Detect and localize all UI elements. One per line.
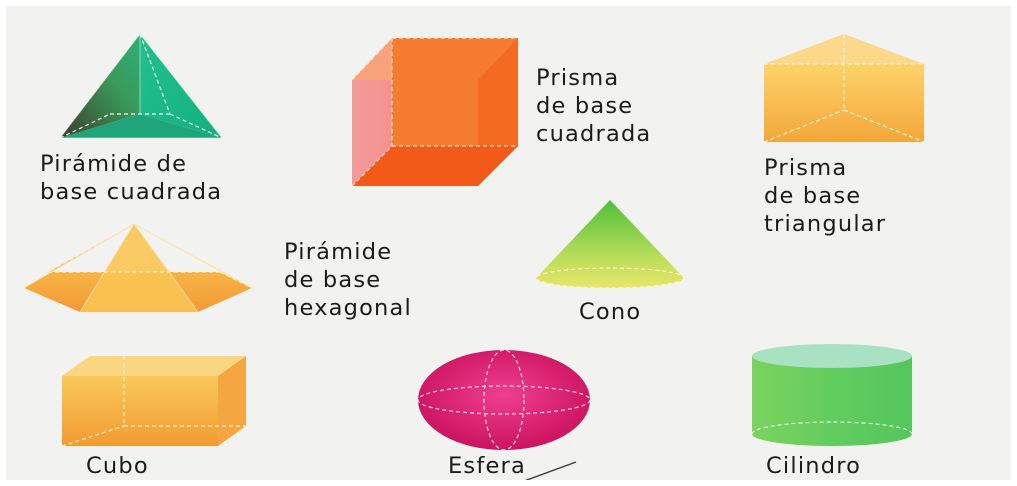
sphere-label: Esfera [448,452,526,480]
label-line: Prisma [764,155,848,181]
cone-label: Cono [579,298,641,326]
cylinder-label: Cilindro [766,452,861,480]
square-prism-label: Prisma de base cuadrada [536,64,651,148]
sphere-figure [417,349,591,451]
triangular-prism-figure [763,34,925,143]
triangular-prism-label: Prisma de base triangular [764,154,886,238]
label-line: Pirámide de [40,151,188,177]
square-prism-figure [351,37,518,187]
label-line: Cilindro [766,453,862,479]
cube-label: Cubo [86,452,149,480]
label-line: base cuadrada [40,179,223,205]
label-line: de base [536,93,634,119]
cone-figure [535,200,685,289]
label-line: de base [764,183,862,209]
hexagonal-pyramid-figure [23,223,253,313]
label-line: Esfera [448,453,526,479]
geometric-solids-figure: Pirámide de base cuadrada Prisma de base… [6,6,1011,480]
square-pyramid-figure [59,33,223,139]
label-line: Prisma [536,65,620,91]
label-line: Cubo [86,453,149,479]
label-line: cuadrada [536,121,652,147]
cube-figure [61,356,246,447]
label-line: de base [284,267,382,293]
square-pyramid-label: Pirámide de base cuadrada [40,150,222,206]
cylinder-figure [751,344,913,446]
label-line: hexagonal [284,295,412,321]
pencil-stroke [524,461,577,480]
label-line: Cono [579,299,642,325]
label-line: Pirámide [284,239,393,265]
hexagonal-pyramid-label: Pirámide de base hexagonal [284,238,412,322]
label-line: triangular [764,211,887,237]
